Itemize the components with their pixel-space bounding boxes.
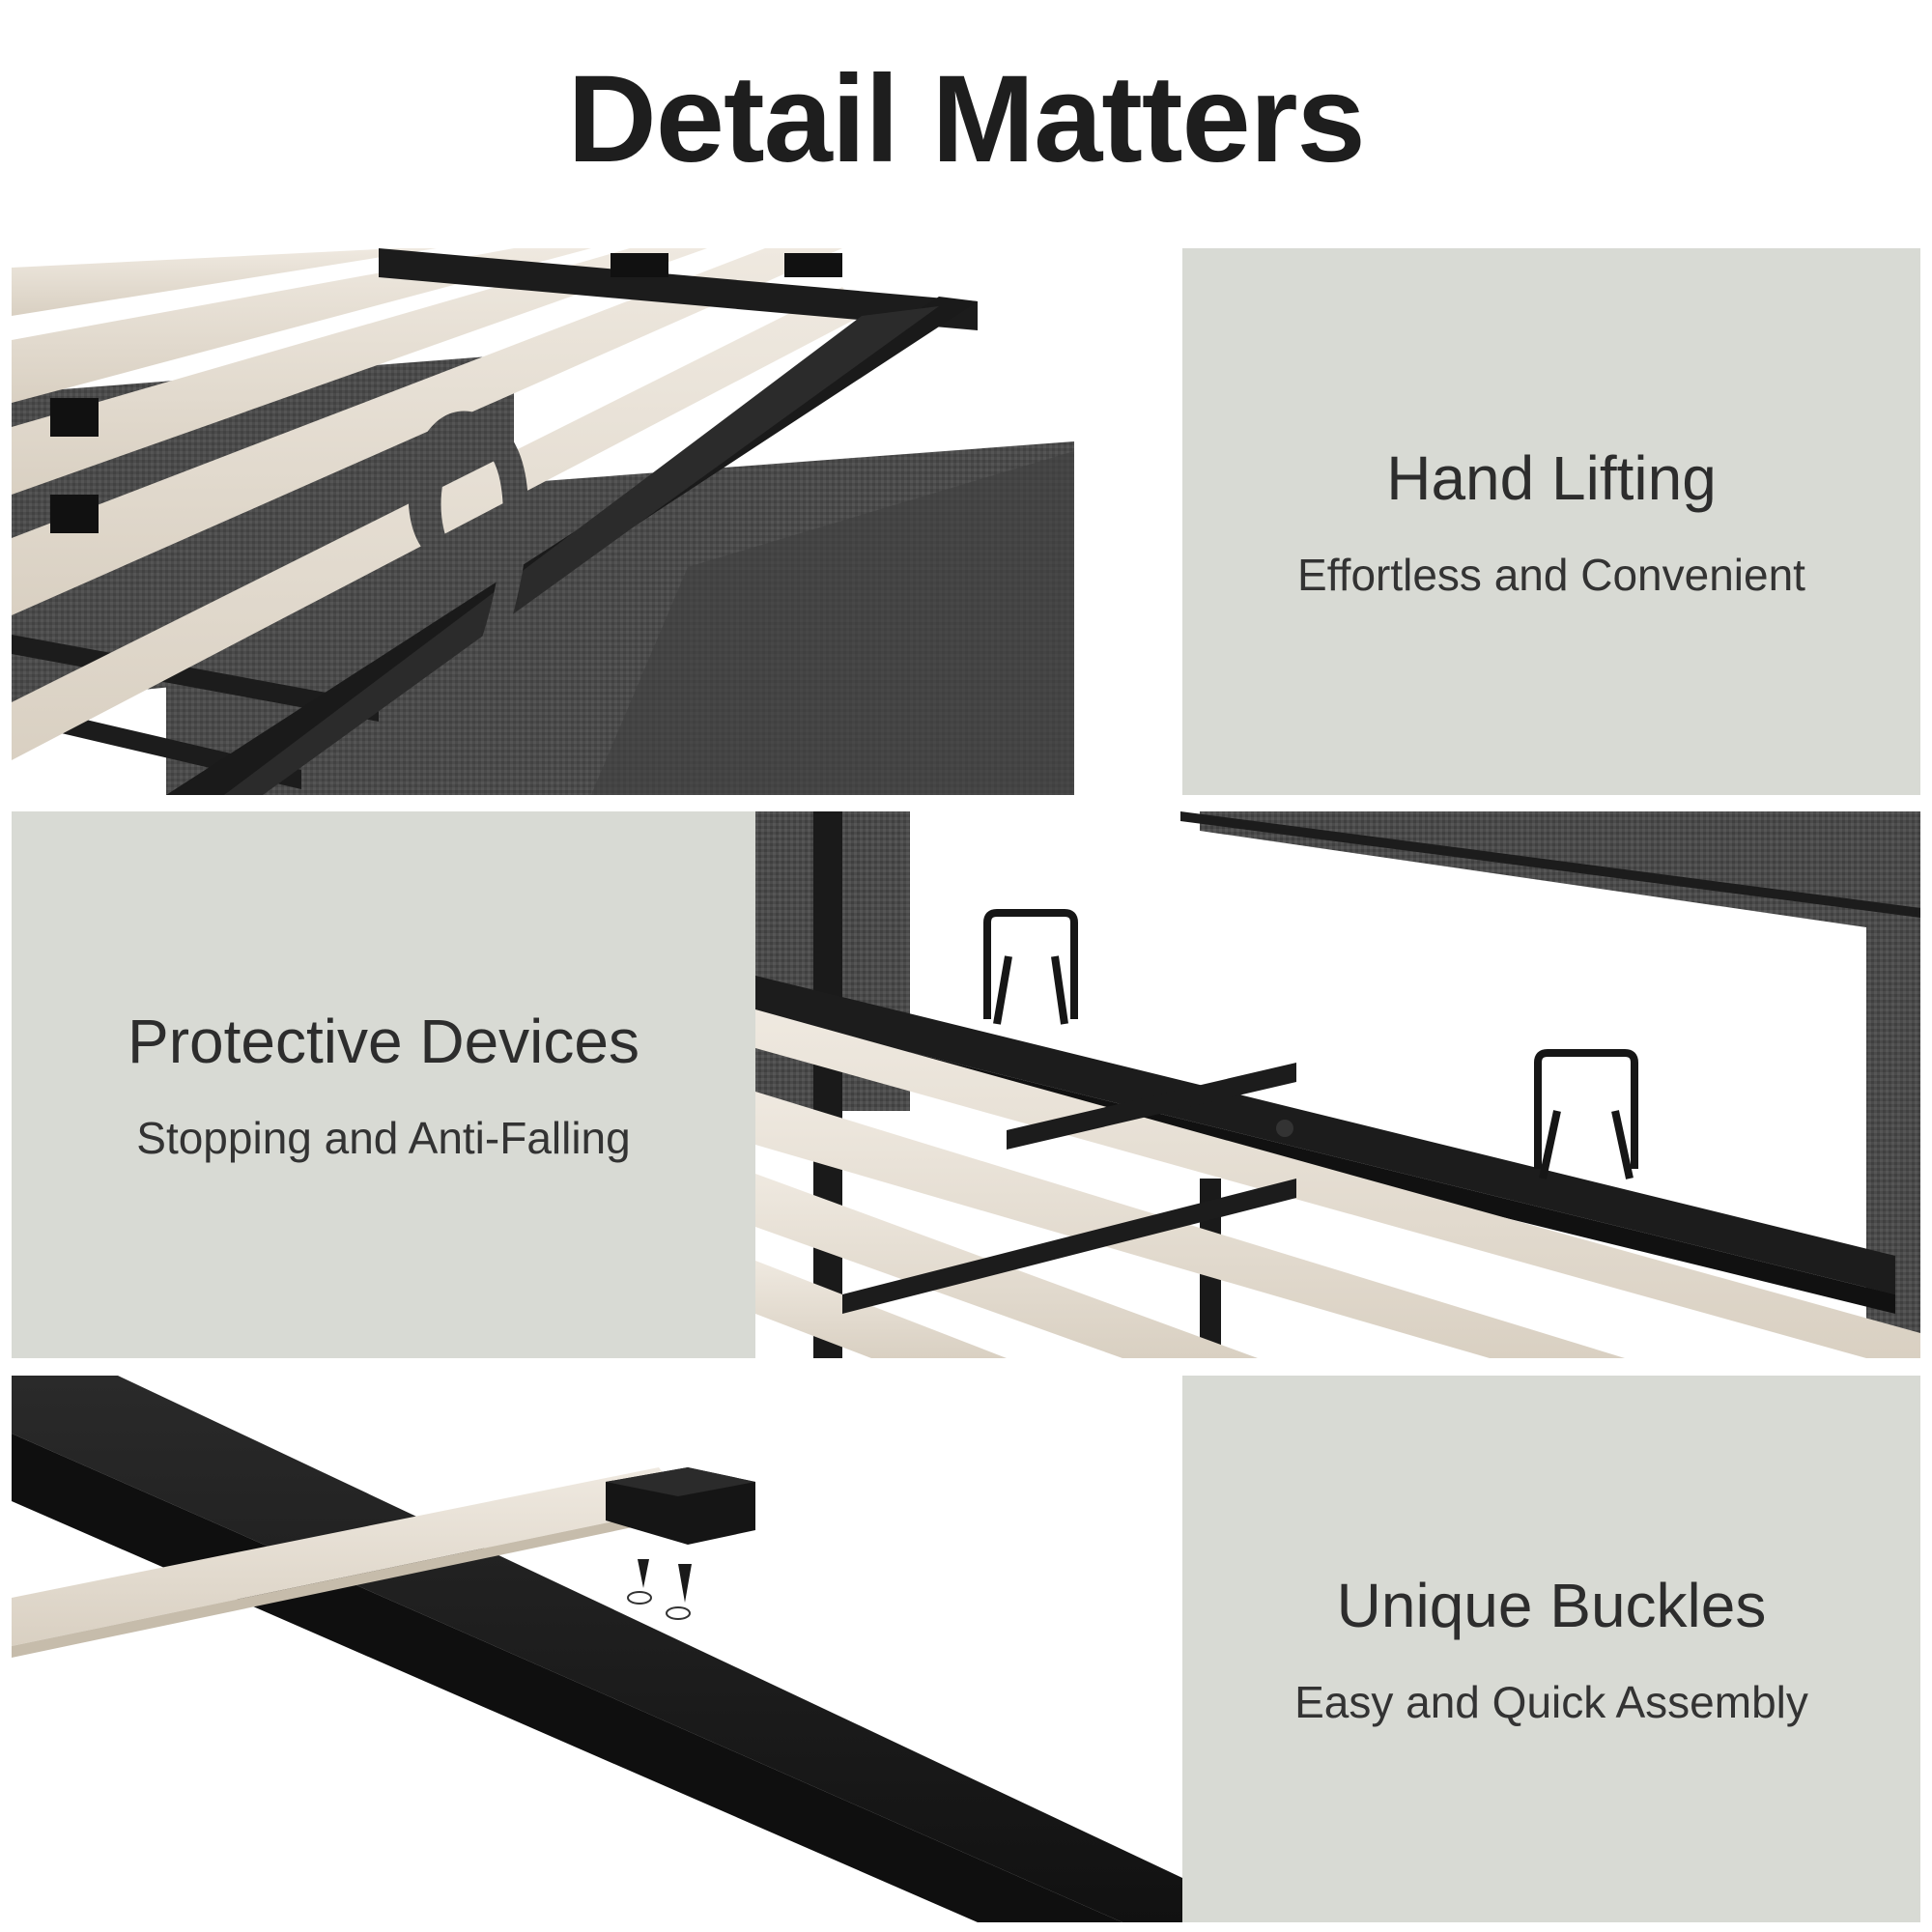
feature-subtitle: Effortless and Convenient: [1297, 549, 1805, 600]
feature-heading: Hand Lifting: [1386, 442, 1717, 513]
mattress-retainer-bar-icon: [755, 811, 1920, 1358]
protective-devices-card: Protective Devices Stopping and Anti-Fal…: [12, 811, 755, 1358]
hand-lifting-card: Hand Lifting Effortless and Convenient: [1182, 248, 1920, 795]
fabric-pull-strap-icon: [12, 248, 1171, 795]
unique-buckles-photo: [12, 1376, 1182, 1922]
feature-subtitle: Stopping and Anti-Falling: [136, 1112, 631, 1163]
hand-lifting-photo: [12, 248, 1171, 795]
protective-devices-photo: [755, 811, 1920, 1358]
feature-heading: Protective Devices: [128, 1006, 639, 1076]
feature-heading: Unique Buckles: [1336, 1570, 1767, 1640]
unique-buckles-card: Unique Buckles Easy and Quick Assembly: [1182, 1376, 1920, 1922]
page-title: Detail Matters: [567, 50, 1365, 188]
feature-subtitle: Easy and Quick Assembly: [1294, 1676, 1808, 1727]
slat-buckle-clip-icon: [12, 1376, 1182, 1922]
